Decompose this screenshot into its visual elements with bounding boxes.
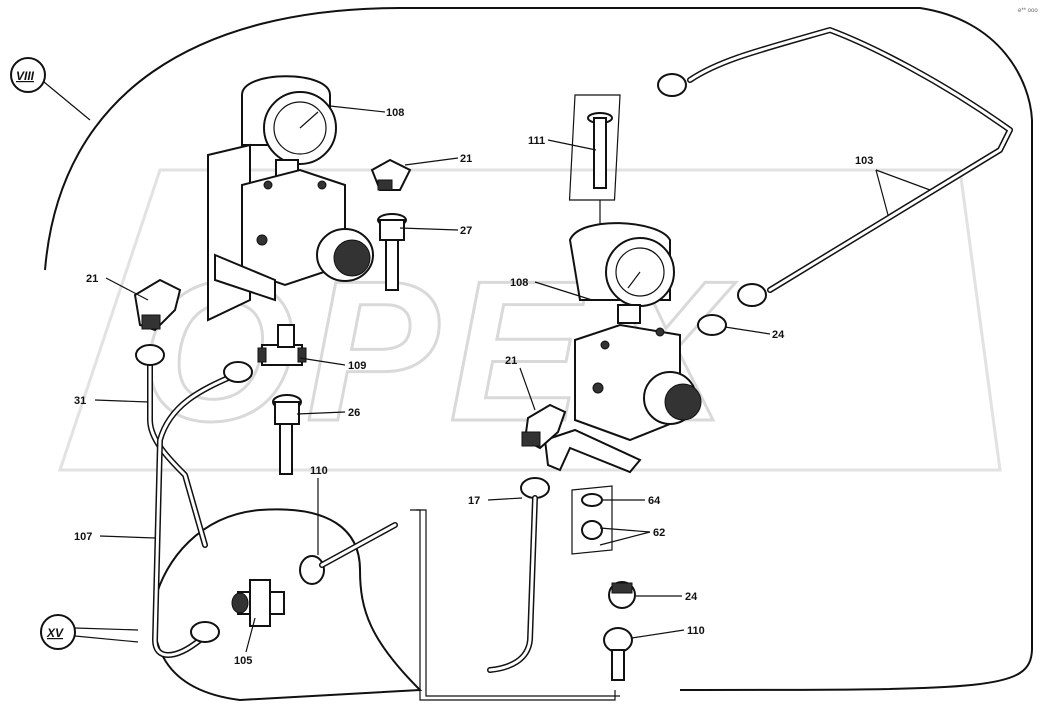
- callout-62: 62: [653, 527, 665, 539]
- cross-fitting-105: [231, 579, 285, 627]
- callout-105: 105: [234, 655, 252, 667]
- bolt-111: [568, 94, 621, 230]
- group-xv-marker: XV: [40, 614, 139, 650]
- callout-24-bottom: 24: [685, 591, 698, 603]
- valve-block-right: [574, 323, 702, 442]
- washer-nut-set: [571, 485, 613, 555]
- pressure-gauge-right: [568, 222, 675, 324]
- pipe-107: [152, 361, 253, 658]
- pipe-17: [487, 477, 550, 673]
- callout-17: 17: [468, 495, 480, 507]
- callout-31: 31: [74, 395, 86, 407]
- pressure-gauge-left: [241, 75, 337, 179]
- fitting-110-bottom: [603, 627, 633, 681]
- valve-block-left: [207, 143, 374, 322]
- callout-21-left: 21: [86, 273, 98, 285]
- elbow-fitting-21-mid: [521, 403, 567, 450]
- assembly-boundary: [44, 7, 1033, 702]
- callout-110-bottom: 110: [687, 625, 705, 637]
- callout-26: 26: [348, 407, 360, 419]
- tee-fitting-109: [257, 324, 307, 366]
- fitting-110-left: [299, 522, 398, 585]
- callout-109: 109: [348, 360, 366, 372]
- callout-21-top: 21: [460, 153, 472, 165]
- callout-103: 103: [855, 155, 873, 167]
- group-xv-label: XV: [46, 626, 64, 640]
- fitting-27: [377, 213, 407, 291]
- group-viii-label: VIII: [16, 69, 35, 83]
- corner-mark: e** ooo: [1018, 8, 1038, 14]
- callout-107: 107: [74, 531, 92, 543]
- callout-110-left: 110: [310, 465, 328, 477]
- callout-21-mid: 21: [505, 355, 517, 367]
- mounting-bracket: [543, 428, 642, 474]
- fitting-24-bottom: [608, 581, 636, 609]
- callout-64: 64: [648, 495, 661, 507]
- leader-lines: [94, 105, 931, 653]
- fitting-24-right: [697, 314, 727, 336]
- group-viii-marker: VIII: [10, 57, 91, 121]
- callout-111: 111: [528, 135, 545, 147]
- capillary-line: [410, 509, 620, 701]
- callout-108-right: 108: [510, 277, 528, 289]
- fitting-26: [272, 394, 302, 475]
- callout-108-top: 108: [386, 107, 404, 119]
- elbow-fitting-21-top: [370, 158, 412, 191]
- callout-27: 27: [460, 225, 472, 237]
- pipe-103: [657, 27, 1013, 307]
- callout-24-right: 24: [772, 329, 785, 341]
- elbow-fitting-21-left: [133, 278, 182, 332]
